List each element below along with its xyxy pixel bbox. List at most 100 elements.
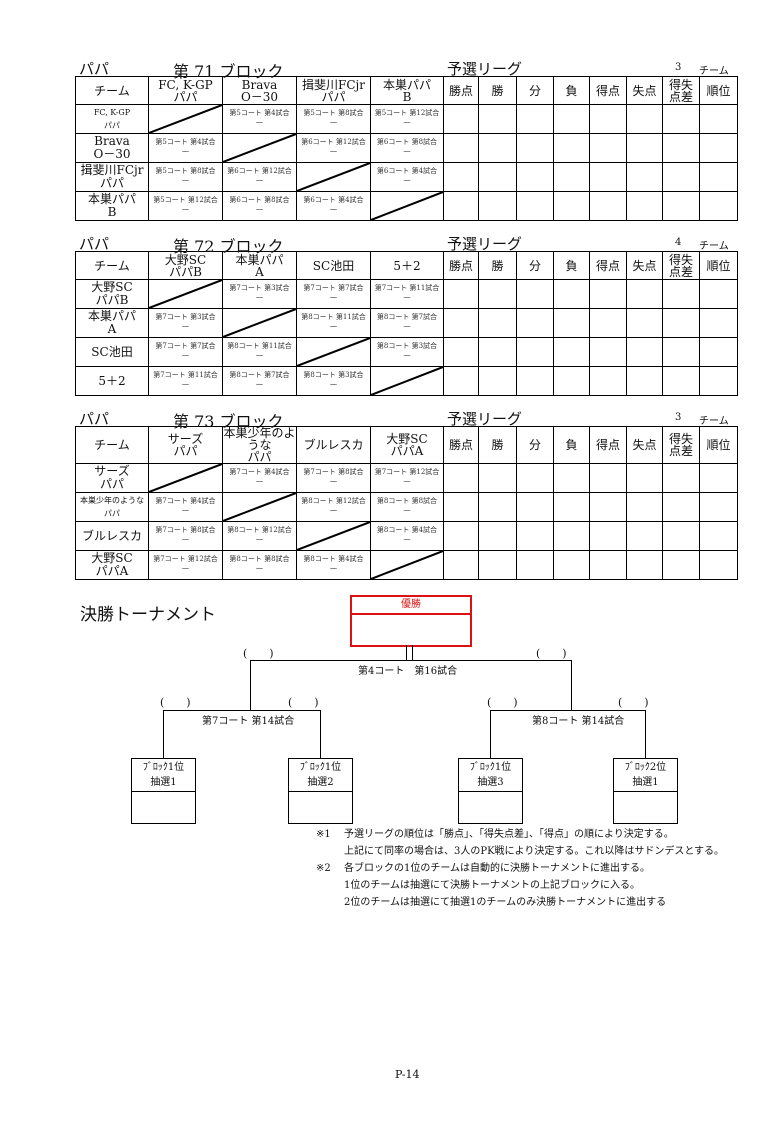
stat-cell[interactable] bbox=[553, 162, 590, 192]
stat-cell[interactable] bbox=[699, 308, 738, 338]
stat-cell[interactable] bbox=[478, 191, 517, 221]
stat-cell[interactable] bbox=[443, 191, 479, 221]
stat-cell[interactable] bbox=[699, 337, 738, 367]
match-cell[interactable]: 第8コート 第7試合－ bbox=[370, 308, 444, 338]
stat-cell[interactable] bbox=[699, 550, 738, 580]
stat-cell[interactable] bbox=[662, 492, 700, 522]
match-cell[interactable]: 第6コート 第4試合－ bbox=[296, 191, 371, 221]
stat-cell[interactable] bbox=[626, 550, 663, 580]
stat-cell[interactable] bbox=[662, 521, 700, 551]
stat-cell[interactable] bbox=[626, 279, 663, 309]
stat-cell[interactable] bbox=[699, 162, 738, 192]
stat-cell[interactable] bbox=[478, 162, 517, 192]
match-cell[interactable]: 第5コート 第4試合－ bbox=[148, 133, 223, 163]
stat-cell[interactable] bbox=[589, 162, 627, 192]
stat-cell[interactable] bbox=[626, 366, 663, 396]
stat-cell[interactable] bbox=[553, 279, 590, 309]
match-cell[interactable]: 第8コート 第3試合－ bbox=[370, 337, 444, 367]
match-cell[interactable]: 第5コート 第8試合－ bbox=[148, 162, 223, 192]
stat-cell[interactable] bbox=[699, 191, 738, 221]
stat-cell[interactable] bbox=[553, 463, 590, 493]
match-cell[interactable]: 第8コート 第3試合－ bbox=[296, 366, 371, 396]
stat-cell[interactable] bbox=[516, 279, 554, 309]
stat-cell[interactable] bbox=[443, 162, 479, 192]
stat-cell[interactable] bbox=[516, 104, 554, 134]
stat-cell[interactable] bbox=[626, 104, 663, 134]
stat-cell[interactable] bbox=[589, 337, 627, 367]
stat-cell[interactable] bbox=[553, 521, 590, 551]
stat-cell[interactable] bbox=[516, 366, 554, 396]
stat-cell[interactable] bbox=[699, 492, 738, 522]
match-cell[interactable]: 第6コート 第8試合－ bbox=[222, 191, 297, 221]
match-cell[interactable]: 第7コート 第7試合－ bbox=[148, 337, 223, 367]
match-cell[interactable]: 第8コート 第8試合－ bbox=[370, 492, 444, 522]
match-cell[interactable]: 第8コート 第12試合－ bbox=[222, 521, 297, 551]
stat-cell[interactable] bbox=[478, 550, 517, 580]
stat-cell[interactable] bbox=[553, 104, 590, 134]
match-cell[interactable]: 第6コート 第12試合－ bbox=[296, 133, 371, 163]
stat-cell[interactable] bbox=[443, 366, 479, 396]
stat-cell[interactable] bbox=[478, 492, 517, 522]
stat-cell[interactable] bbox=[589, 366, 627, 396]
stat-cell[interactable] bbox=[516, 550, 554, 580]
stat-cell[interactable] bbox=[626, 308, 663, 338]
match-cell[interactable]: 第6コート 第4試合－ bbox=[370, 162, 444, 192]
match-cell[interactable]: 第7コート 第11試合－ bbox=[370, 279, 444, 309]
stat-cell[interactable] bbox=[478, 104, 517, 134]
stat-cell[interactable] bbox=[699, 521, 738, 551]
stat-cell[interactable] bbox=[443, 133, 479, 163]
stat-cell[interactable] bbox=[478, 308, 517, 338]
stat-cell[interactable] bbox=[626, 191, 663, 221]
stat-cell[interactable] bbox=[662, 162, 700, 192]
stat-cell[interactable] bbox=[699, 104, 738, 134]
stat-cell[interactable] bbox=[553, 366, 590, 396]
match-cell[interactable]: 第7コート 第8試合－ bbox=[148, 521, 223, 551]
stat-cell[interactable] bbox=[516, 337, 554, 367]
stat-cell[interactable] bbox=[662, 366, 700, 396]
stat-cell[interactable] bbox=[443, 279, 479, 309]
stat-cell[interactable] bbox=[553, 550, 590, 580]
stat-cell[interactable] bbox=[589, 191, 627, 221]
stat-cell[interactable] bbox=[478, 133, 517, 163]
stat-cell[interactable] bbox=[553, 133, 590, 163]
stat-cell[interactable] bbox=[478, 279, 517, 309]
stat-cell[interactable] bbox=[662, 337, 700, 367]
match-cell[interactable]: 第8コート 第8試合－ bbox=[222, 550, 297, 580]
match-cell[interactable]: 第5コート 第8試合－ bbox=[296, 104, 371, 134]
stat-cell[interactable] bbox=[516, 308, 554, 338]
stat-cell[interactable] bbox=[443, 521, 479, 551]
stat-cell[interactable] bbox=[443, 308, 479, 338]
match-cell[interactable]: 第8コート 第11試合－ bbox=[222, 337, 297, 367]
stat-cell[interactable] bbox=[443, 492, 479, 522]
stat-cell[interactable] bbox=[516, 521, 554, 551]
stat-cell[interactable] bbox=[662, 550, 700, 580]
match-cell[interactable]: 第5コート 第12試合－ bbox=[370, 104, 444, 134]
stat-cell[interactable] bbox=[553, 191, 590, 221]
match-cell[interactable]: 第7コート 第4試合－ bbox=[222, 463, 297, 493]
match-cell[interactable]: 第8コート 第11試合－ bbox=[296, 308, 371, 338]
stat-cell[interactable] bbox=[516, 492, 554, 522]
stat-cell[interactable] bbox=[589, 104, 627, 134]
stat-cell[interactable] bbox=[553, 492, 590, 522]
stat-cell[interactable] bbox=[553, 308, 590, 338]
match-cell[interactable]: 第7コート 第3試合－ bbox=[222, 279, 297, 309]
match-cell[interactable]: 第7コート 第12試合－ bbox=[370, 463, 444, 493]
stat-cell[interactable] bbox=[589, 550, 627, 580]
match-cell[interactable]: 第7コート 第3試合－ bbox=[148, 308, 223, 338]
stat-cell[interactable] bbox=[626, 133, 663, 163]
stat-cell[interactable] bbox=[662, 104, 700, 134]
stat-cell[interactable] bbox=[478, 337, 517, 367]
stat-cell[interactable] bbox=[589, 279, 627, 309]
stat-cell[interactable] bbox=[443, 550, 479, 580]
stat-cell[interactable] bbox=[699, 279, 738, 309]
match-cell[interactable]: 第7コート 第7試合－ bbox=[296, 279, 371, 309]
match-cell[interactable]: 第6コート 第12試合－ bbox=[222, 162, 297, 192]
stat-cell[interactable] bbox=[699, 463, 738, 493]
stat-cell[interactable] bbox=[589, 463, 627, 493]
match-cell[interactable]: 第8コート 第7試合－ bbox=[222, 366, 297, 396]
match-cell[interactable]: 第7コート 第12試合－ bbox=[148, 550, 223, 580]
match-cell[interactable]: 第8コート 第4試合－ bbox=[370, 521, 444, 551]
stat-cell[interactable] bbox=[626, 492, 663, 522]
stat-cell[interactable] bbox=[626, 463, 663, 493]
stat-cell[interactable] bbox=[443, 104, 479, 134]
